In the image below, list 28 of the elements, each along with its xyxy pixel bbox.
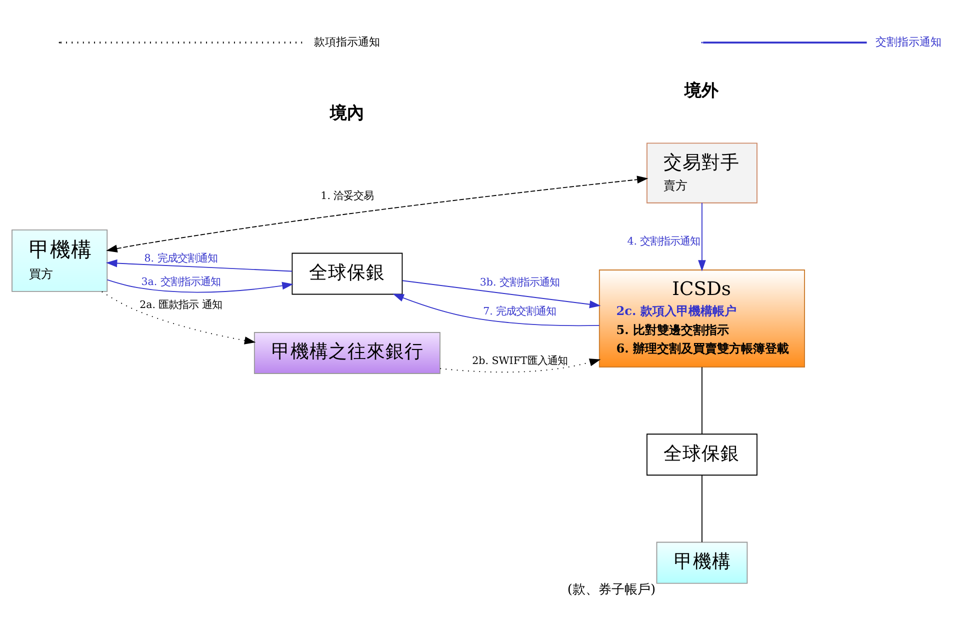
arrow	[440, 358, 601, 372]
edge-label: 2b. SWIFT匯入通知	[472, 354, 568, 366]
node-label: (款、券子帳戶)	[567, 582, 656, 598]
arrow	[106, 258, 293, 272]
legend-label: 交割指示通知	[875, 34, 942, 48]
arrow	[106, 278, 294, 292]
arrow	[106, 175, 648, 252]
edge-label: 2a. 匯款指示 通知	[140, 298, 222, 311]
node-box: 甲機構之往來銀行	[254, 332, 440, 374]
node-box: 全球保銀	[292, 252, 403, 294]
node-box: ICSDs 2c. 款項入甲機構帳户 5. 比對雙邊交割指示 6. 辦理交割及買賣雙方帳簿登載	[598, 269, 805, 367]
label: 境外	[684, 80, 719, 100]
edge-label: 4. 交割指示通知	[627, 234, 700, 247]
edge-label: 8. 完成交割通知	[144, 252, 218, 264]
arrow	[402, 280, 601, 308]
arrow	[698, 202, 706, 271]
edge-label: 3b. 交割指示通知	[480, 276, 560, 288]
edge-label: 1. 洽妥交易	[320, 189, 374, 202]
edge-label: 7. 完成交割通知	[483, 305, 556, 318]
edge-label: 3a. 交割指示通知	[141, 275, 220, 288]
node-box: 交易對手 賣方	[646, 142, 758, 203]
arrow	[101, 290, 256, 344]
node-box: 全球保銀	[646, 433, 758, 476]
node-box: 甲機構 買方	[12, 228, 108, 292]
arrow	[392, 293, 600, 326]
node-box: 甲機構	[656, 541, 748, 584]
legend-label: 款項指示通知	[314, 34, 380, 48]
label: 境內	[330, 102, 364, 122]
